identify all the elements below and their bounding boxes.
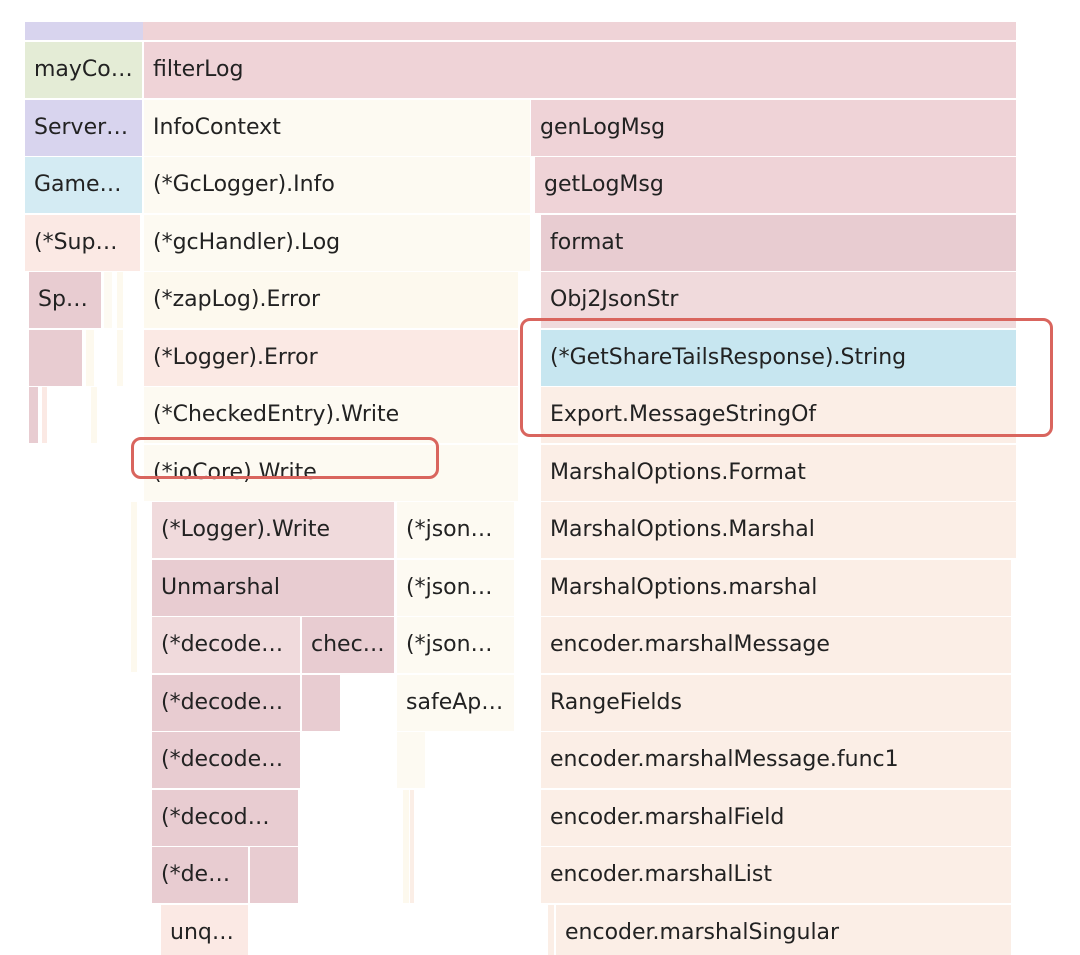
stack-frame-sliver[interactable] [104, 272, 112, 328]
stack-frame[interactable]: Unmarshal [152, 560, 394, 616]
stack-frame-unlabeled[interactable] [397, 732, 425, 788]
stack-frame-sliver[interactable] [86, 330, 94, 386]
stack-frame[interactable]: safeAp… [397, 675, 514, 731]
stack-frame[interactable]: (*decode… [152, 732, 300, 788]
stack-frame[interactable]: getLogMsg [535, 157, 1016, 213]
stack-frame[interactable]: Export.MessageStringOf [541, 387, 1016, 443]
stack-frame[interactable]: MarshalOptions.Format [541, 445, 1016, 501]
stack-frame[interactable]: InfoContext [144, 100, 530, 156]
stack-frame[interactable]: (*CheckedEntry).Write [144, 387, 518, 443]
stack-frame[interactable]: (*Logger).Write [152, 502, 394, 558]
stack-frame[interactable]: format [541, 215, 1016, 271]
stack-frame-sliver[interactable] [403, 790, 409, 903]
stack-frame[interactable]: (*json… [397, 502, 514, 558]
stack-frame[interactable]: (*Logger).Error [144, 330, 518, 386]
stack-frame-unlabeled[interactable] [143, 22, 1016, 40]
stack-frame[interactable]: MarshalOptions.marshal [541, 560, 1011, 616]
stack-frame[interactable]: MarshalOptions.Marshal [541, 502, 1016, 558]
stack-frame-sliver[interactable] [42, 387, 47, 443]
stack-frame[interactable]: RangeFields [541, 675, 1011, 731]
stack-frame[interactable]: (*json… [397, 560, 514, 616]
stack-frame[interactable]: (*de… [152, 847, 248, 903]
stack-frame[interactable]: (*GcLogger).Info [144, 157, 530, 213]
stack-frame[interactable]: genLogMsg [531, 100, 1016, 156]
stack-frame[interactable]: unq… [161, 905, 248, 955]
stack-frame-sliver[interactable] [117, 330, 123, 386]
stack-frame[interactable]: mayCo… [25, 42, 142, 98]
stack-frame[interactable]: Server… [25, 100, 142, 156]
stack-frame-unlabeled[interactable] [25, 22, 143, 40]
stack-frame-sliver[interactable] [548, 905, 554, 955]
stack-frame[interactable]: encoder.marshalField [541, 790, 1011, 846]
stack-frame[interactable]: Obj2JsonStr [541, 272, 1016, 328]
stack-frame[interactable]: (*zapLog).Error [144, 272, 518, 328]
stack-frame-sliver[interactable] [117, 272, 123, 328]
stack-frame[interactable]: encoder.marshalMessage [541, 617, 1011, 673]
stack-frame[interactable]: (*decode… [152, 617, 300, 673]
stack-frame[interactable]: (*gcHandler).Log [144, 215, 530, 271]
stack-frame-unlabeled[interactable] [302, 675, 340, 731]
stack-frame[interactable]: (*GetShareTailsResponse).String [541, 330, 1016, 386]
stack-frame[interactable]: encoder.marshalList [541, 847, 1011, 903]
stack-frame[interactable]: filterLog [144, 42, 1016, 98]
stack-frame-unlabeled[interactable] [29, 330, 82, 386]
stack-frame[interactable]: chec… [302, 617, 394, 673]
stack-frame-unlabeled[interactable] [29, 387, 38, 443]
stack-frame[interactable]: (*decod… [152, 790, 298, 846]
stack-frame[interactable]: Sp… [29, 272, 101, 328]
stack-frame-sliver[interactable] [410, 790, 414, 903]
stack-frame-unlabeled[interactable] [250, 847, 298, 903]
stack-frame-sliver[interactable] [131, 502, 137, 672]
stack-frame-sliver[interactable] [91, 387, 97, 443]
stack-frame[interactable]: encoder.marshalMessage.func1 [541, 732, 1011, 788]
stack-frame[interactable]: (*decode… [152, 675, 300, 731]
stack-frame[interactable]: Game… [25, 157, 142, 213]
stack-frame[interactable]: (*json… [397, 617, 514, 673]
stack-frame[interactable]: (*ioCore).Write [144, 445, 518, 501]
stack-frame[interactable]: (*Sup… [25, 215, 140, 271]
stack-frame[interactable]: encoder.marshalSingular [556, 905, 1011, 955]
